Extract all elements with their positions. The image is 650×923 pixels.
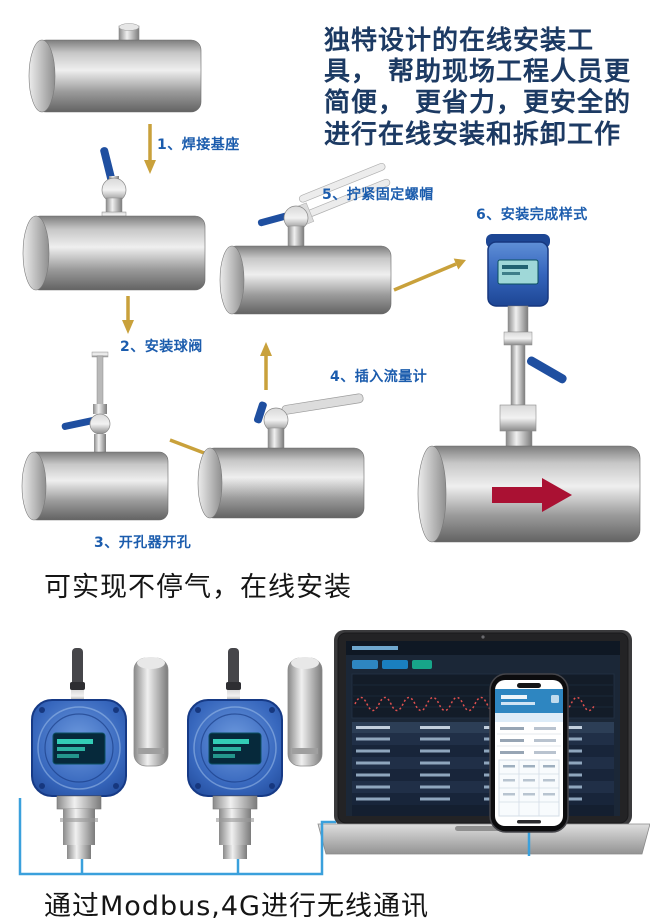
arrow-step-5 <box>393 258 466 292</box>
laptop <box>317 630 650 855</box>
table-header <box>352 722 614 733</box>
home-indicator <box>517 820 541 824</box>
tool-prong-1 <box>298 162 386 203</box>
step-label-2: 2、安装球阀 <box>120 339 203 355</box>
flow-direction-arrow <box>492 478 572 512</box>
gas-detector-2 <box>187 647 283 860</box>
flow-meter-installed <box>417 234 641 543</box>
phone-screen-app <box>495 689 563 824</box>
valve-handle-blue <box>61 416 100 430</box>
smartphone <box>489 673 569 833</box>
valve-handle-blue <box>526 356 567 384</box>
webcam-dot <box>481 635 485 639</box>
step-label-6: 6、安装完成样式 <box>476 207 588 223</box>
sensor-cylinder-1 <box>133 656 169 767</box>
arrow-step-1 <box>144 124 156 174</box>
step-label-3: 3、开孔器开孔 <box>94 535 192 551</box>
valve-handle-blue <box>253 401 267 424</box>
phone-notch <box>517 683 541 688</box>
pipe-step-3-hole-opener <box>21 351 169 521</box>
pipe-step-1-weld-base <box>28 23 202 113</box>
pipe-step-4-insert-meter <box>197 393 365 519</box>
pipe-step-5-tighten-nut <box>219 162 392 315</box>
valve-lever-silver <box>281 393 364 415</box>
step-label-5: 5、拧紧固定螺帽 <box>322 187 434 203</box>
sensor-cylinder-2 <box>287 656 323 767</box>
arrow-step-4 <box>260 342 272 390</box>
step-label-4: 4、插入流量计 <box>330 369 428 385</box>
pipe-step-2-ball-valve <box>22 147 206 291</box>
gas-detector-1 <box>31 647 127 860</box>
arrow-step-2 <box>122 296 134 334</box>
caption-online-install: 可实现不停气，在线安装 <box>44 572 352 603</box>
caption-communication: 通过Modbus,4G进行无线通讯 <box>44 891 429 922</box>
laptop-screen-dashboard <box>346 641 620 816</box>
step-label-1: 1、焊接基座 <box>157 137 240 153</box>
intro-text: 独特设计的在线安装工具， 帮助现场工程人员更简便， 更省力，更安全的进行在线安装… <box>324 26 632 150</box>
